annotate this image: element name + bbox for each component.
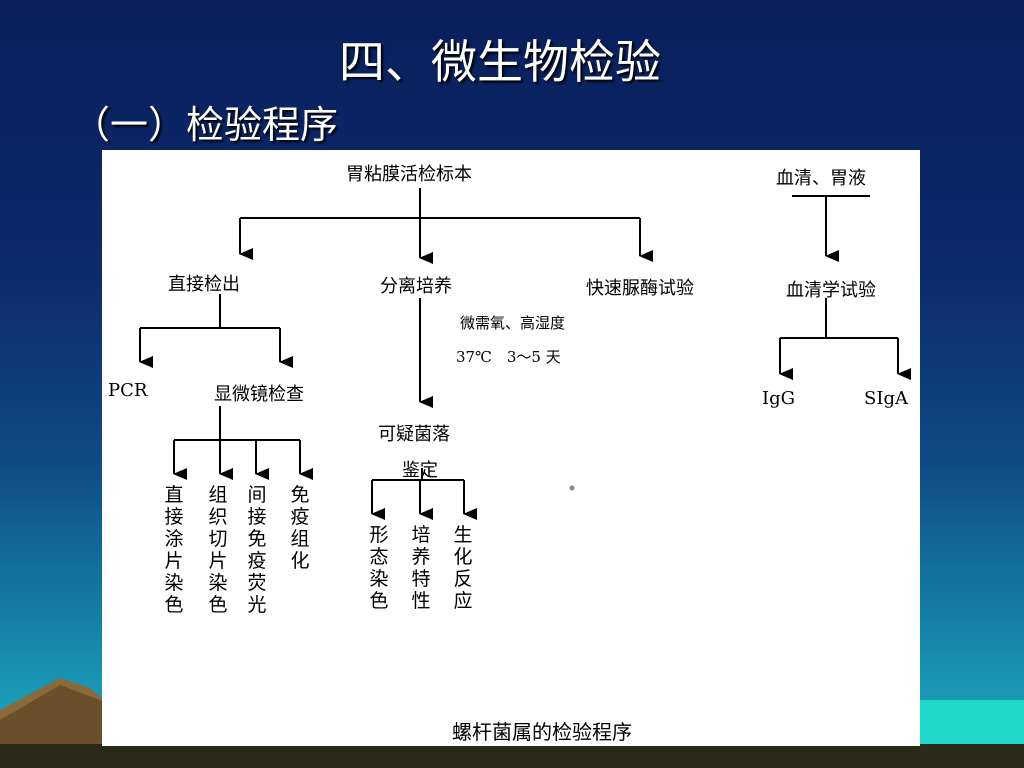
node-rapid-urease-test: 快速脲酶试验 [586,278,694,299]
node-siga: SIgA [864,388,908,409]
node-serum-gastric-juice: 血清、胃液 [776,168,866,189]
slide-subtitle: （一）检验程序 [72,103,339,147]
method-tissue-section: 组织切片染色 [208,484,228,616]
method-ihc: 免疫组化 [290,484,310,572]
node-identification: 鉴定 [402,460,438,481]
node-igg: IgG [762,388,796,409]
method-biochemical: 生化反应 [453,524,473,612]
method-indirect-if: 间接免疫荧光 [247,484,267,616]
node-direct-detection: 直接检出 [168,274,240,295]
sea-decoration [918,700,1024,750]
node-gastric-biopsy: 胃粘膜活检标本 [346,164,472,185]
node-microscopy: 显微镜检查 [214,384,304,405]
diagram-connectors [139,188,911,520]
method-direct-smear: 直接涂片染色 [164,484,184,616]
method-culture-traits: 培养特性 [411,524,431,612]
node-pcr: PCR [108,380,148,401]
method-morphology: 形态染色 [369,524,389,612]
diagram-caption: 螺杆菌属的检验程序 [452,720,632,744]
node-serology: 血清学试验 [786,280,876,301]
slide-title: 四、微生物检验 [339,35,661,89]
ground-decoration [0,744,1024,768]
node-isolation-culture: 分离培养 [380,276,452,297]
node-suspicious-colony: 可疑菌落 [378,424,450,445]
culture-condition-2: 37℃ 3～5 天 [456,348,561,366]
diagram-panel: 胃粘膜活检标本 直接检出 分离培养 快速脲酶试验 微需氧、高湿度 37℃ 3～5… [102,150,920,746]
culture-condition-1: 微需氧、高湿度 [460,314,566,332]
